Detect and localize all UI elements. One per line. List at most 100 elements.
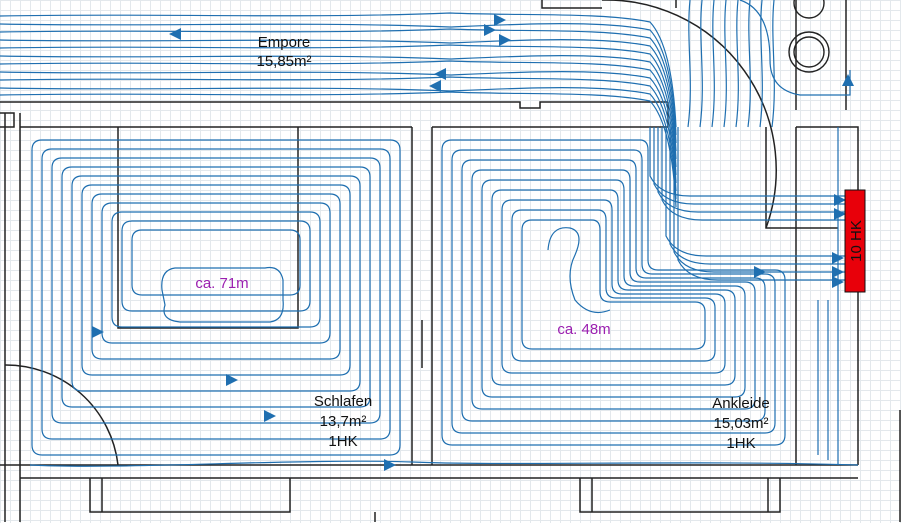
flow-arrow	[842, 74, 854, 86]
room-area-schlafen: 13,7m²	[320, 413, 367, 430]
empore-pipe-run	[0, 60, 677, 176]
manifold-label: 10 HK	[848, 220, 865, 262]
ankleide-pipe-ring	[521, 219, 706, 350]
flue-circle-top	[793, 0, 825, 19]
flow-arrow	[169, 28, 181, 40]
ankleide-pipe-ring	[511, 209, 716, 362]
empore-pipe-run	[0, 28, 677, 144]
supply-line	[669, 127, 845, 265]
room-name-ankleide: Ankleide	[712, 395, 770, 412]
schlafen-pipe-ring	[121, 220, 311, 312]
schlafen-pipe-ring	[71, 175, 361, 392]
ankleide-pipe-ring	[471, 169, 756, 410]
heating-pipes	[0, 0, 859, 467]
empore-pipe-vertical	[699, 0, 703, 128]
empore-pipe-vertical	[711, 0, 715, 128]
ankleide-pipe-ring	[461, 159, 766, 422]
empore-pipe-run	[0, 12, 677, 128]
empore-pipe-run	[0, 76, 677, 192]
supply-line	[665, 127, 845, 257]
riser-lines	[817, 127, 839, 465]
manifold: 10 HK	[844, 189, 866, 293]
window-bay-left	[89, 478, 291, 513]
flow-arrow	[434, 68, 446, 80]
flow-arrow	[429, 80, 441, 92]
room-area-ankleide: 15,03m²	[713, 415, 768, 432]
flow-arrow	[754, 266, 766, 278]
room-name-schlafen: Schlafen	[314, 393, 372, 410]
supply-line	[661, 127, 845, 221]
empore-pipe-run	[0, 55, 677, 168]
empore-pipe-run	[0, 71, 677, 184]
flow-arrow	[264, 410, 276, 422]
schlafen-pipe-ring	[51, 157, 381, 424]
schlafen-pipe-ring	[61, 166, 371, 408]
flow-arrows	[92, 14, 854, 471]
schlafen-pipe-ring	[31, 139, 401, 456]
flow-arrow	[832, 276, 844, 288]
supply-line	[677, 127, 845, 281]
schlafen-pipe-ring	[131, 229, 301, 296]
flow-arrow	[499, 34, 511, 46]
schlafen-pipe-ring	[111, 211, 321, 328]
empore-pipe-vertical	[687, 0, 691, 128]
empore-pipe-run	[0, 44, 677, 160]
empore-pipe-runs	[0, 0, 851, 208]
wall-stub	[0, 112, 15, 128]
schlafen-pipe-loop	[31, 139, 401, 456]
empore-pipe-vertical	[747, 0, 751, 128]
empore-pipe-vertical	[735, 0, 739, 128]
door-swing-schlafen	[4, 364, 119, 466]
supply-line	[673, 127, 845, 273]
flow-arrow	[832, 252, 844, 264]
supply-line	[653, 127, 845, 205]
flue-circle-outer	[788, 31, 830, 73]
outer-wall-right	[796, 126, 859, 465]
schlafen-pipe-ring	[41, 148, 391, 440]
schlafen-pipe-center	[161, 266, 284, 323]
flow-arrow	[92, 326, 104, 338]
schlafen-pipe-ring	[81, 184, 351, 376]
ankleide-pipe-loop	[441, 139, 786, 446]
supply-line	[649, 127, 845, 197]
chimney	[788, 0, 830, 73]
flow-arrow	[484, 24, 496, 36]
stair-wall	[541, 0, 602, 9]
flow-arrow	[834, 194, 846, 206]
gallery-wall	[0, 101, 668, 109]
empore-pipe-run	[0, 23, 677, 136]
ankleide-pipe-ring	[451, 149, 776, 434]
ankleide-pipe-center	[547, 227, 611, 313]
loop-length-schlafen: ca. 71m	[195, 275, 248, 292]
supply-line	[657, 127, 845, 213]
loop-length-ankleide: ca. 48m	[557, 321, 610, 338]
empore-pipe-vertical	[759, 0, 763, 128]
flow-arrow	[834, 208, 846, 220]
empore-pipe-vertical	[739, 0, 851, 96]
room-area-empore: 15,85m²	[256, 53, 311, 70]
flow-arrow	[494, 14, 506, 26]
door-swing-ankleide	[602, 0, 777, 229]
schlafen-pipe-ring	[101, 202, 331, 344]
manifold-supply-lines	[649, 127, 845, 281]
ankleide-pipe-ring	[501, 199, 726, 374]
empore-pipe-vertical	[723, 0, 727, 128]
flow-arrow	[226, 374, 238, 386]
schlafen-pipe-ring	[91, 193, 341, 360]
flue-circle-inner	[793, 36, 825, 68]
flow-arrow	[832, 266, 844, 278]
empore-pipe-run	[0, 87, 677, 200]
room-radiators-ankleide: 1HK	[726, 435, 755, 452]
empore-pipe-run	[0, 91, 677, 208]
empore-pipe-vertical	[771, 0, 775, 128]
empore-pipe-run	[0, 39, 677, 152]
ankleide-pipe-ring	[481, 179, 746, 398]
bed-outline	[117, 127, 299, 329]
manifold-box	[844, 189, 866, 293]
room-name-empore: Empore	[258, 34, 311, 51]
ankleide-pipe-ring	[491, 189, 736, 386]
flow-arrow	[384, 459, 396, 471]
